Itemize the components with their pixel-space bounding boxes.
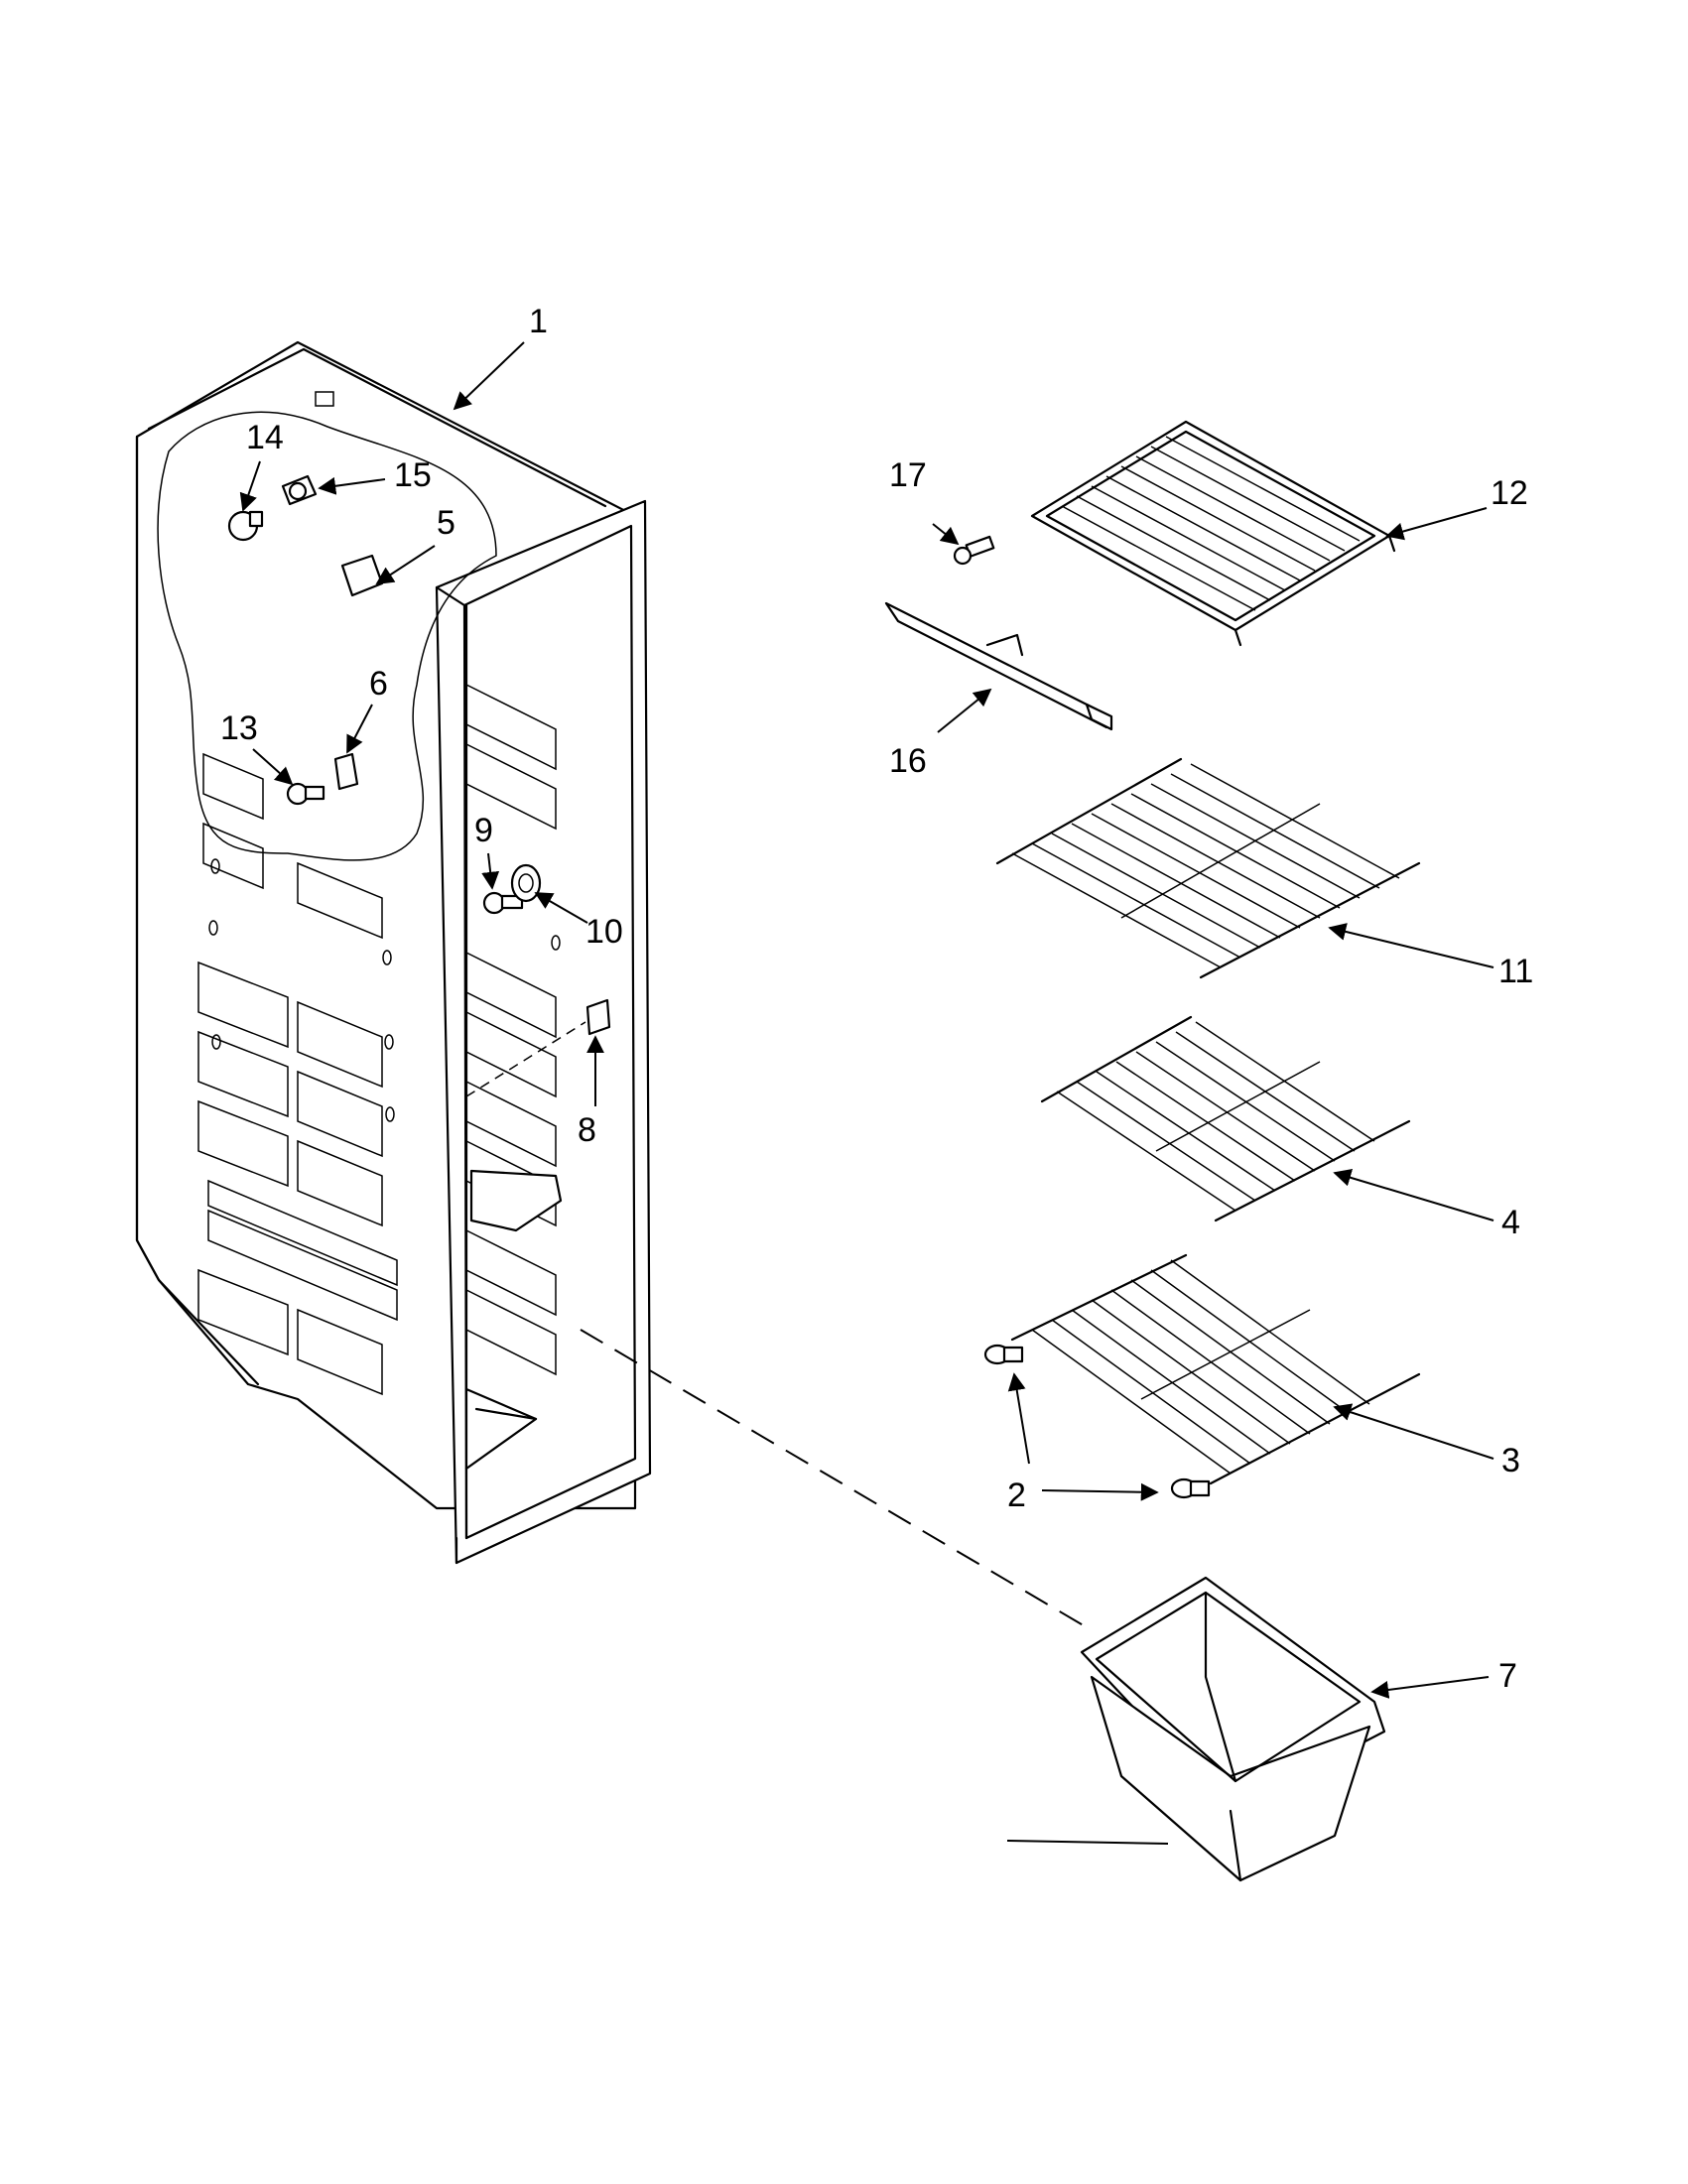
shelf-stud-a bbox=[983, 1344, 1024, 1365]
callout-2: 2 bbox=[1007, 1477, 1026, 1514]
callout-15: 15 bbox=[394, 456, 432, 494]
callout-10: 10 bbox=[585, 913, 623, 951]
callout-16: 16 bbox=[889, 742, 927, 780]
freezer-liner bbox=[135, 340, 652, 1565]
callout-17: 17 bbox=[889, 456, 927, 494]
ice-tray-shelf bbox=[1030, 420, 1396, 647]
screw-9 bbox=[482, 891, 524, 915]
callout-6: 6 bbox=[369, 665, 388, 703]
callout-9: 9 bbox=[474, 812, 493, 849]
liner-holes bbox=[208, 391, 561, 1122]
grommet bbox=[510, 863, 542, 903]
callout-7: 7 bbox=[1498, 1657, 1517, 1695]
screw-13 bbox=[286, 782, 325, 806]
liner-side-slots bbox=[465, 683, 557, 1376]
callout-12: 12 bbox=[1491, 474, 1528, 512]
bin-location-leader bbox=[580, 1329, 1088, 1628]
wire-shelf-top bbox=[995, 757, 1421, 979]
switch bbox=[585, 998, 611, 1036]
callout-3: 3 bbox=[1501, 1442, 1520, 1479]
callout-4: 4 bbox=[1501, 1204, 1520, 1241]
bin bbox=[1080, 1576, 1386, 1882]
callout-labels: 1 2 3 4 5 6 7 8 9 10 11 12 13 14 15 16 1… bbox=[220, 303, 1533, 1695]
callout-leaders bbox=[239, 341, 1494, 1845]
shelf-support bbox=[884, 601, 1113, 731]
callout-1: 1 bbox=[529, 303, 548, 340]
light-bulb bbox=[227, 510, 264, 542]
callout-14: 14 bbox=[246, 419, 284, 456]
light-socket bbox=[281, 474, 318, 506]
callout-13: 13 bbox=[220, 709, 258, 747]
wire-shelf-middle bbox=[1040, 1015, 1411, 1222]
callout-8: 8 bbox=[578, 1111, 596, 1149]
callout-5: 5 bbox=[437, 504, 455, 542]
screw-17 bbox=[953, 535, 995, 566]
switch-location-leader bbox=[465, 1021, 586, 1097]
clip bbox=[333, 752, 359, 791]
callout-11: 11 bbox=[1498, 953, 1533, 990]
shelf-stud-b bbox=[1170, 1477, 1211, 1499]
wire-shelf-bottom bbox=[1010, 1253, 1421, 1485]
liner-back-slots bbox=[197, 752, 398, 1396]
